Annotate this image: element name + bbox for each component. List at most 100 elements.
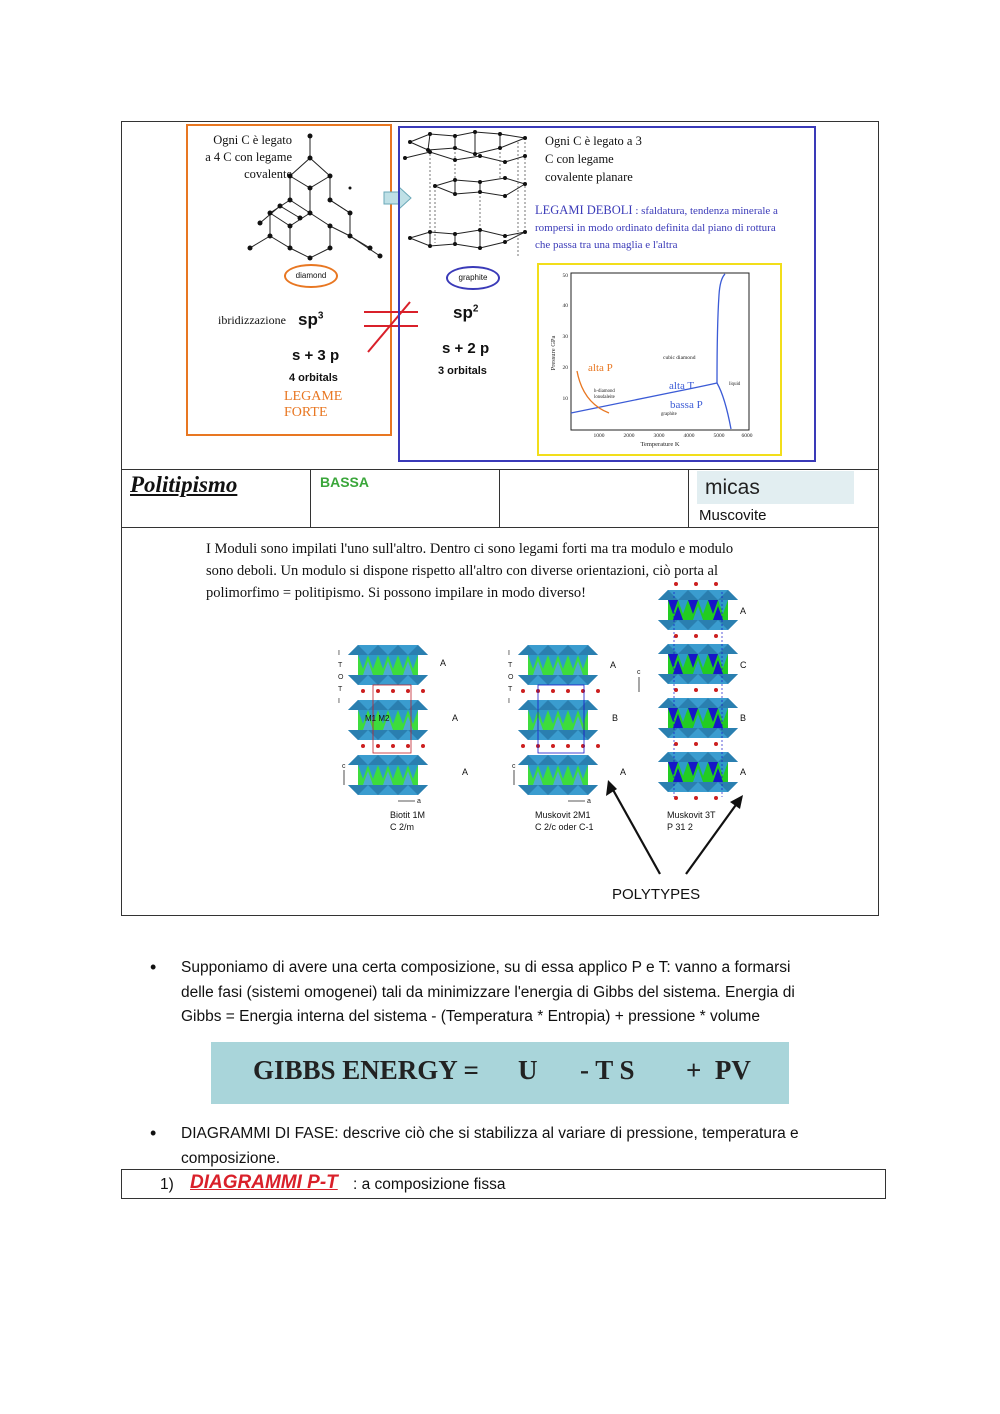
biotit-layer-a3: A [462, 767, 468, 777]
biotit-layer-a2: A [452, 713, 458, 723]
tot-letter-4: T [338, 686, 343, 693]
graphite-description: Ogni C è legato a 3 C con legame covalen… [545, 134, 642, 184]
diamond-lattice-illustration [247, 133, 383, 261]
muskovit3t-group: P 31 2 [667, 822, 693, 832]
micas-label: micas [705, 476, 760, 499]
pt-title: DIAGRAMMI P-T [190, 1172, 338, 1193]
muscovite-label: Muscovite [699, 507, 767, 524]
axis-c-label-2: c [512, 763, 516, 770]
graphite-label-oval: graphite [446, 266, 500, 290]
muskovit2m1-layer-b: B [612, 713, 618, 723]
muskovit3t-layer-c: C [740, 660, 747, 670]
x-axis-label: Temperature K [640, 441, 679, 448]
y-tick-20: 20 [563, 365, 569, 371]
m-sites-label: M1 M2 [365, 714, 390, 723]
tot-letter-2: T [338, 662, 343, 669]
pt-subtitle: : a composizione fissa [353, 1176, 506, 1193]
axis-c-label-1: c [342, 763, 346, 770]
phase-diagram-paragraph: DIAGRAMMI DI FASE: descrive ciò che si s… [181, 1125, 799, 1167]
micas-highlight [697, 471, 854, 504]
gibbs-formula-ts: - T S [580, 1055, 635, 1085]
tot-letter-1: I [338, 650, 340, 657]
not-equal-icon [364, 301, 418, 353]
metastable-boundary [576, 370, 610, 414]
gibbs-formula-u: U [518, 1055, 538, 1085]
phase-boundary-diamond-liquid [716, 273, 726, 384]
diamond-bond-type: LEGAME FORTE [284, 389, 343, 420]
diamond-label-oval: diamond [284, 264, 338, 288]
x-tick-6000: 6000 [742, 433, 753, 439]
region-h-diamond: h-diamond [594, 389, 615, 394]
graphite-panel [398, 126, 816, 462]
y-tick-30: 30 [563, 334, 569, 340]
tot-letter-2-1: I [508, 650, 510, 657]
x-tick-5000: 5000 [714, 433, 725, 439]
muskovit2m1-name: Muskovit 2M1 [535, 810, 591, 820]
region-lonsdaleite: lonsdaleite [594, 395, 615, 400]
pt-diagram-row [121, 1169, 886, 1199]
x-tick-1000: 1000 [594, 433, 605, 439]
polytypes-caption: POLYTYPES [612, 886, 701, 903]
x-tick-3000: 3000 [654, 433, 665, 439]
polytype-arrow-left [611, 787, 661, 875]
region-graphite: graphite [661, 412, 677, 417]
muskovit3t-layer-b: B [740, 713, 746, 723]
weak-bonds-note: LEGAMI DEBOLI : sfaldatura, tendenza min… [535, 203, 778, 251]
moduli-paragraph: I Moduli sono impilati l'uno sull'altro.… [206, 541, 734, 601]
tot-letter-2-5: I [508, 698, 510, 705]
axis-a-label-1: a [417, 798, 421, 805]
polytypes-figure: I T O T I M1 M2 A A A c a Biotit 1M C 2/… [338, 582, 747, 875]
pt-number: 1) [160, 1176, 174, 1193]
cell-divider-2 [499, 469, 500, 527]
carbon-phase-diagram: 1000 2000 3000 4000 5000 6000 10 20 30 4… [550, 272, 753, 448]
tot-letter-2-4: T [508, 686, 513, 693]
muskovit2m1-layer-a2: A [620, 767, 626, 777]
graphite-hybrid: sp2 [453, 303, 479, 322]
main-table [121, 121, 879, 916]
tot-letter-3: O [338, 674, 344, 681]
diamond-hybrid-prefix: ibridizzazione [218, 313, 286, 327]
bullet-dot-1: • [150, 957, 157, 977]
y-tick-10: 10 [563, 396, 569, 402]
y-tick-50: 50 [563, 273, 569, 279]
biotit-layer-a1: A [440, 658, 446, 668]
tot-letter-5: I [338, 698, 340, 705]
diamond-orbitals: s + 3 p [292, 347, 340, 364]
politipismo-title: Politipismo [130, 472, 238, 497]
biotit-group: C 2/m [390, 822, 414, 832]
axis-c-label-3: c [637, 669, 641, 676]
y-tick-40: 40 [563, 303, 569, 309]
table-divider-2 [121, 527, 879, 528]
muskovit2m1-group: C 2/c oder C-1 [535, 822, 594, 832]
gibbs-formula-box [211, 1042, 789, 1104]
cell-divider-1 [310, 469, 311, 527]
note-alta-t: alta T [669, 380, 694, 392]
graphite-lattice-illustration [403, 130, 527, 258]
structure-biotit-1m [348, 645, 428, 795]
diamond-description: Ogni C è legato a 4 C con legame covalen… [205, 133, 292, 181]
muskovit2m1-layer-a1: A [610, 660, 616, 670]
region-cubic-diamond: cubic diamond [663, 355, 696, 361]
note-bassa-p: bassa P [670, 399, 703, 411]
graphite-orbitals-count: 3 orbitals [438, 365, 487, 377]
phase-diagram-frame [537, 263, 782, 456]
muskovit3t-name: Muskovit 3T [667, 810, 716, 820]
structure-muskovit-3t [658, 582, 738, 800]
table-divider-1 [121, 469, 879, 470]
gibbs-formula-label: GIBBS ENERGY = [253, 1055, 479, 1085]
phase-boundary-graphite-diamond [570, 382, 732, 430]
biotit-name: Biotit 1M [390, 810, 425, 820]
gibbs-formula-pv: + PV [686, 1055, 751, 1085]
tot-letter-2-2: T [508, 662, 513, 669]
polytype-arrow-right [685, 801, 739, 875]
diamond-orbitals-count: 4 orbitals [289, 372, 338, 384]
diamond-panel [186, 124, 392, 436]
y-axis-label: Pressure GPa [550, 335, 557, 370]
note-alta-p: alta P [588, 362, 613, 374]
gibbs-paragraph: Supponiamo di avere una certa composizio… [181, 959, 795, 1025]
region-liquid: liquid [729, 382, 741, 387]
bassa-label: BASSA [320, 474, 370, 490]
bullet-dot-2: • [150, 1123, 157, 1143]
graphite-orbitals: s + 2 p [442, 340, 490, 357]
cell-divider-3 [688, 469, 689, 527]
